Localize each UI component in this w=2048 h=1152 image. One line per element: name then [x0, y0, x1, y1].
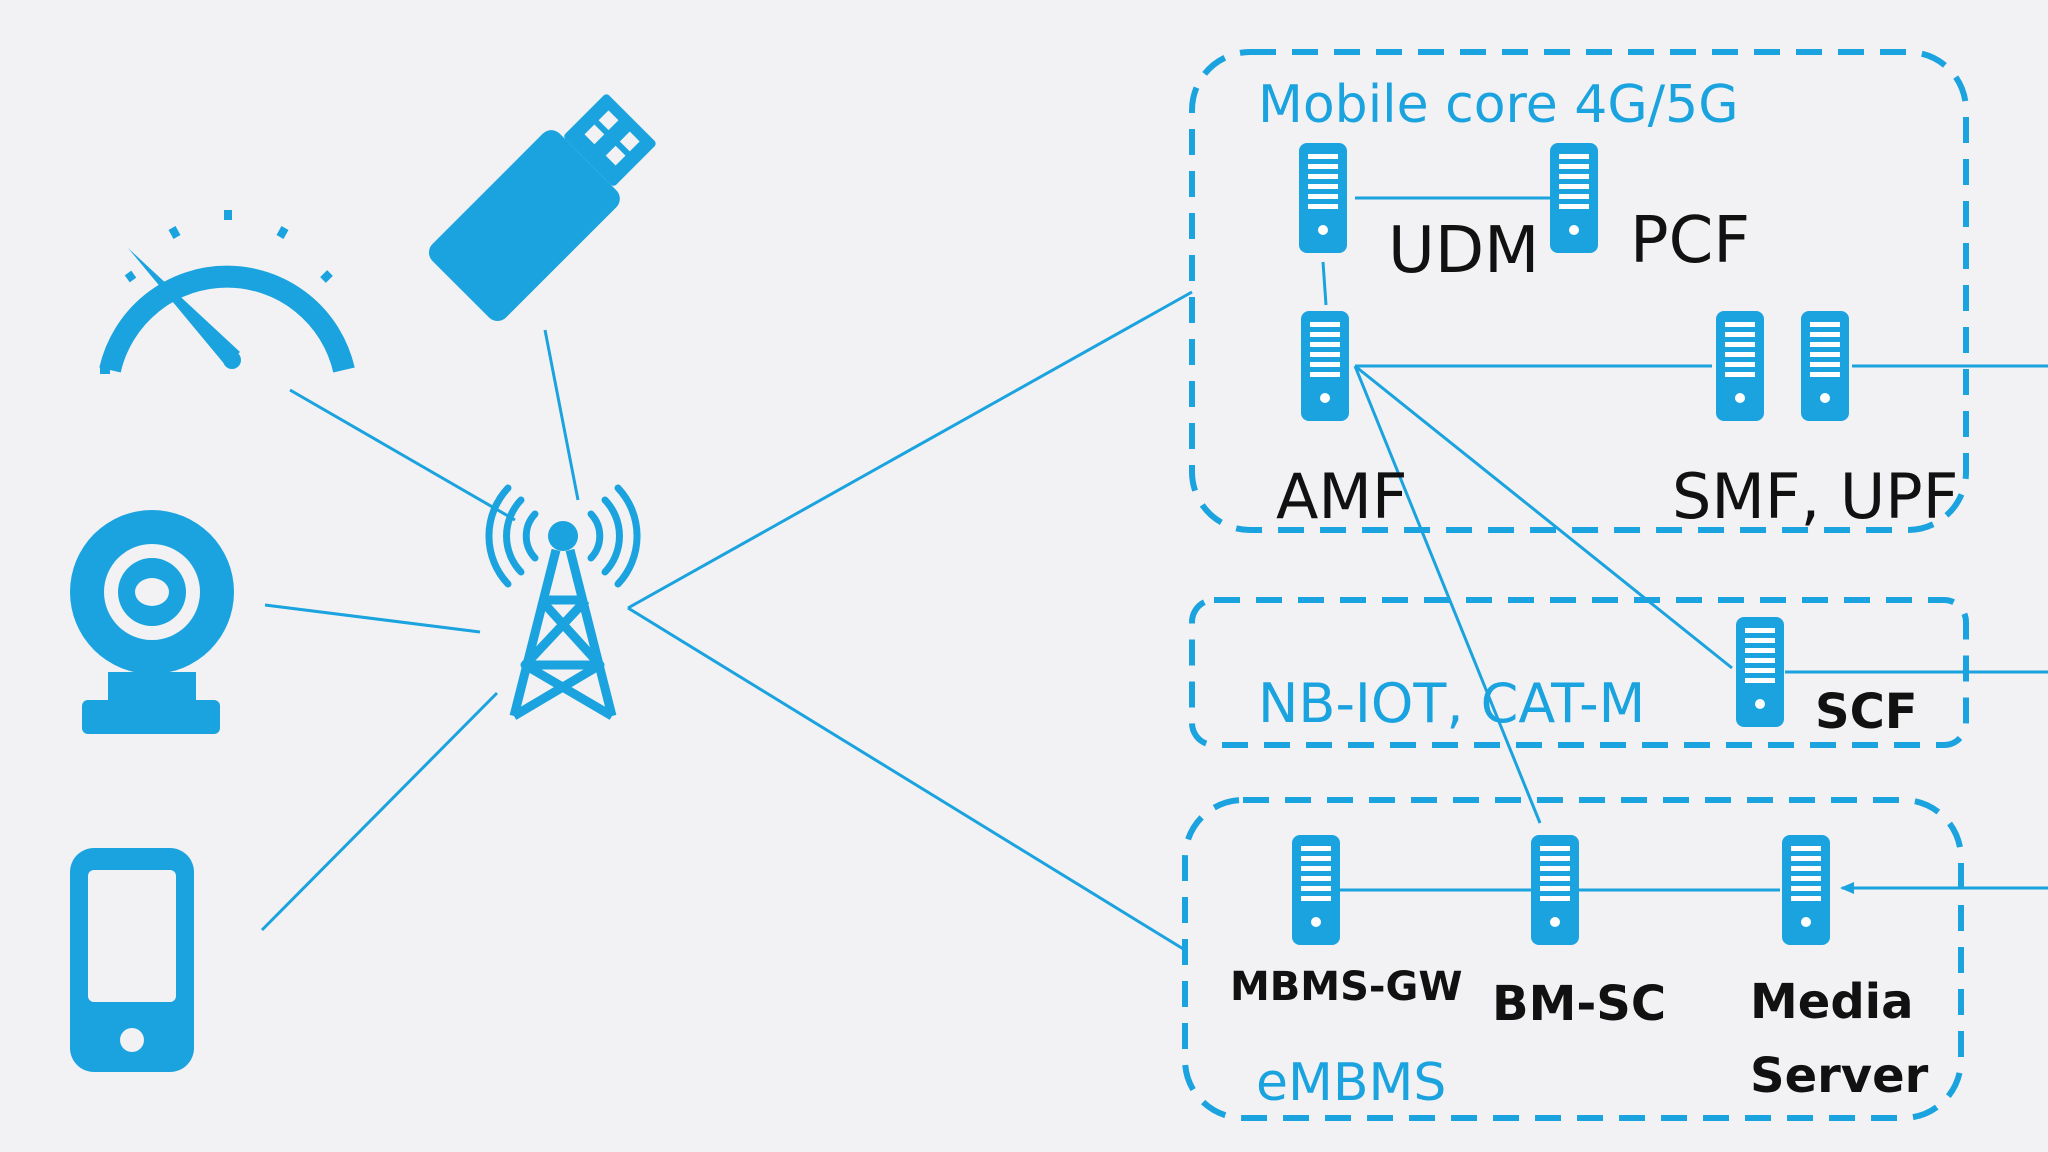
- cell-tower-icon: [485, 484, 641, 720]
- link-amf-bmsc: [1353, 365, 1542, 824]
- link-tower-core: [627, 290, 1193, 610]
- mobile-core-label: Mobile core 4G/5G: [1258, 75, 1739, 135]
- group-box-nbiot: [1189, 597, 1969, 748]
- usb-dongle-icon: [428, 94, 656, 322]
- media-server-label-line1: Media: [1750, 974, 1914, 1030]
- link-speedometer-tower: [289, 388, 516, 522]
- pcf-label: PCF: [1630, 204, 1750, 278]
- speedometer-icon: [99, 210, 355, 374]
- pcf-server-icon: [1550, 143, 1598, 253]
- amf-label: AMF: [1276, 460, 1408, 533]
- embms-label: eMBMS: [1256, 1053, 1446, 1113]
- link-dongle-tower: [543, 329, 580, 501]
- webcam-icon: [70, 510, 234, 734]
- media-server-label-line2: Server: [1750, 1048, 1929, 1104]
- connection-lines: [260, 196, 2048, 952]
- media-server-icon: [1782, 835, 1830, 945]
- link-amf-scf: [1354, 364, 1733, 670]
- mbms-gw-server-icon: [1292, 835, 1340, 945]
- scf-label: SCF: [1815, 684, 1918, 740]
- upf-server-icon: [1801, 311, 1849, 421]
- mbms-gw-label: MBMS-GW: [1230, 964, 1462, 1010]
- group-box-embms: [1182, 797, 1964, 1121]
- group-box-mobile-core: [1189, 49, 1969, 533]
- scf-server-icon: [1736, 617, 1784, 727]
- link-phone-tower: [260, 691, 499, 932]
- amf-server-icon: [1301, 311, 1349, 421]
- smartphone-icon: [70, 848, 194, 1072]
- udm-server-icon: [1299, 143, 1347, 253]
- link-tower-embms: [627, 606, 1186, 952]
- link-webcam-tower: [264, 603, 481, 634]
- link-udm-amf: [1321, 261, 1328, 306]
- smf-server-icon: [1716, 311, 1764, 421]
- nbiot-label: NB-IOT, CAT-M: [1258, 672, 1645, 735]
- bm-sc-server-icon: [1531, 835, 1579, 945]
- udm-label: UDM: [1388, 214, 1539, 288]
- bm-sc-label: BM-SC: [1492, 976, 1666, 1032]
- smf-upf-label: SMF, UPF: [1672, 460, 1958, 533]
